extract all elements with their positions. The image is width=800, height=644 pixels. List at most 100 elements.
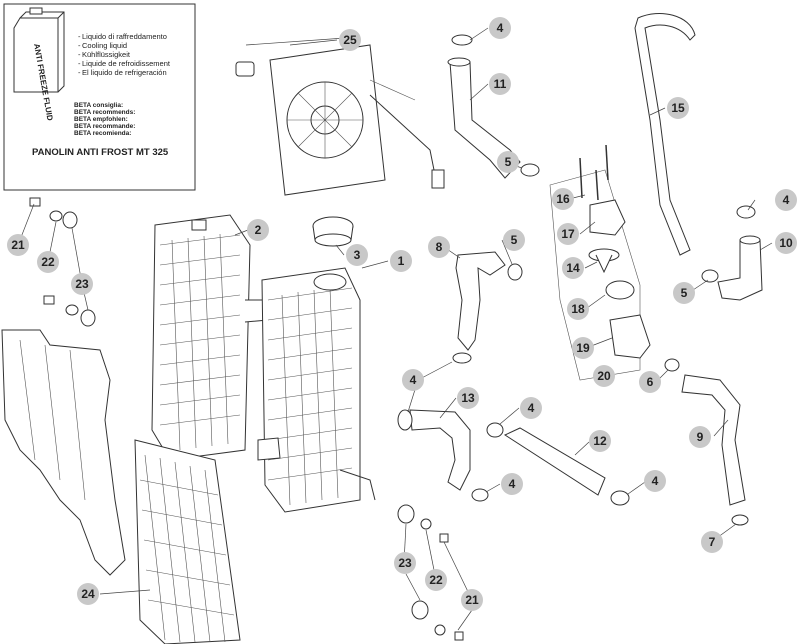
svg-text:11: 11 (494, 77, 507, 91)
callout-4d: 4 (520, 397, 542, 419)
radiator-cap-drawing (312, 216, 354, 247)
recommends-it: BETA consiglia: (74, 102, 123, 109)
callout-badges: 25 4 11 5 15 16 17 14 18 19 20 4 10 5 6 … (7, 17, 797, 611)
svg-text:21: 21 (465, 593, 479, 607)
svg-text:16: 16 (556, 192, 570, 206)
svg-text:-: - (78, 59, 81, 68)
callout-25: 25 (339, 29, 361, 51)
recommends-list: BETA consiglia: BETA recommends: BETA em… (74, 102, 135, 137)
svg-text:9: 9 (697, 430, 704, 444)
svg-text:24: 24 (81, 587, 95, 601)
recommends-fr: BETA recommande: (74, 123, 135, 130)
svg-text:22: 22 (429, 573, 443, 587)
svg-text:4: 4 (410, 373, 417, 387)
callout-20: 20 (593, 365, 615, 387)
svg-text:-: - (78, 68, 81, 77)
callout-16: 16 (552, 188, 574, 210)
svg-text:23: 23 (75, 277, 89, 291)
hose-12-drawing (486, 422, 630, 506)
svg-text:14: 14 (566, 261, 580, 275)
callout-23a: 23 (71, 273, 93, 295)
right-radiator-drawing (257, 267, 376, 513)
callout-4b: 4 (775, 189, 797, 211)
callout-13: 13 (457, 387, 479, 409)
recommends-en: BETA recommends: (74, 109, 135, 116)
hose-10-drawing (701, 205, 763, 301)
lang-line-en: Cooling liquid (82, 41, 127, 50)
left-radiator-drawing (151, 214, 269, 461)
lang-line-it: Liquido di raffreddamento (82, 32, 167, 41)
svg-text:23: 23 (398, 556, 412, 570)
recommends-es: BETA recomienda: (74, 130, 131, 137)
lang-line-fr: Liquide de refroidissement (82, 59, 171, 68)
callout-15: 15 (667, 97, 689, 119)
svg-text:7: 7 (709, 535, 716, 549)
fan-assembly-drawing (235, 37, 445, 196)
svg-text:2: 2 (255, 223, 262, 237)
svg-text:1: 1 (398, 254, 405, 268)
svg-text:-: - (78, 50, 81, 59)
callout-6: 6 (639, 371, 661, 393)
callout-8: 8 (428, 236, 450, 258)
callout-2: 2 (247, 219, 269, 241)
product-name: PANOLIN ANTI FROST MT 325 (32, 147, 169, 158)
svg-text:13: 13 (461, 391, 475, 405)
lang-line-es: El liquido de refrigeración (82, 68, 167, 77)
svg-text:4: 4 (528, 401, 535, 415)
radiator-guard-drawing (134, 439, 241, 644)
svg-text:3: 3 (354, 248, 361, 262)
svg-text:25: 25 (343, 33, 357, 47)
coolant-language-list: Liquido di raffreddamento Cooling liquid… (78, 32, 171, 77)
svg-text:12: 12 (593, 434, 607, 448)
svg-text:20: 20 (597, 369, 611, 383)
callout-5b: 5 (673, 282, 695, 304)
svg-text:21: 21 (11, 238, 25, 252)
svg-text:22: 22 (41, 255, 55, 269)
thermostat-group-drawing (549, 144, 651, 381)
hose-9-drawing (664, 358, 749, 526)
callout-4e: 4 (501, 473, 523, 495)
callout-18: 18 (567, 298, 589, 320)
callout-23b: 23 (394, 552, 416, 574)
callout-22b: 22 (425, 569, 447, 591)
svg-text:-: - (78, 41, 81, 50)
svg-text:4: 4 (509, 477, 516, 491)
callout-5a: 5 (497, 151, 519, 173)
hose-8-drawing (452, 251, 523, 364)
svg-text:5: 5 (511, 233, 518, 247)
svg-text:18: 18 (571, 302, 585, 316)
svg-text:8: 8 (436, 240, 443, 254)
recommends-de: BETA empfohlen: (74, 116, 128, 123)
svg-text:4: 4 (652, 474, 659, 488)
callout-5c: 5 (503, 229, 525, 251)
callout-21b: 21 (461, 589, 483, 611)
callout-11: 11 (489, 73, 511, 95)
svg-text:4: 4 (497, 21, 504, 35)
svg-text:19: 19 (576, 341, 590, 355)
callout-1: 1 (390, 250, 412, 272)
side-shroud-drawing (1, 329, 126, 576)
callout-19: 19 (572, 337, 594, 359)
lang-line-de: Kühlflüssigkeit (82, 50, 131, 59)
callout-3: 3 (346, 244, 368, 266)
svg-text:5: 5 (505, 155, 512, 169)
callout-9: 9 (689, 426, 711, 448)
hose-13-drawing (397, 409, 489, 502)
callout-7: 7 (701, 531, 723, 553)
hardware-drawing (29, 197, 464, 641)
callout-22a: 22 (37, 251, 59, 273)
callout-14: 14 (562, 257, 584, 279)
callout-10: 10 (775, 232, 797, 254)
callout-4f: 4 (644, 470, 666, 492)
callout-17: 17 (557, 223, 579, 245)
coolant-info-box: ANTI FREEZE FLUID Liquido di raffreddame… (3, 3, 196, 191)
svg-text:15: 15 (671, 101, 685, 115)
svg-text:10: 10 (779, 236, 793, 250)
callout-12: 12 (589, 430, 611, 452)
hose-11-drawing (447, 34, 540, 179)
callout-21a: 21 (7, 234, 29, 256)
callout-4a: 4 (489, 17, 511, 39)
svg-text:17: 17 (561, 227, 575, 241)
callout-24: 24 (77, 583, 99, 605)
